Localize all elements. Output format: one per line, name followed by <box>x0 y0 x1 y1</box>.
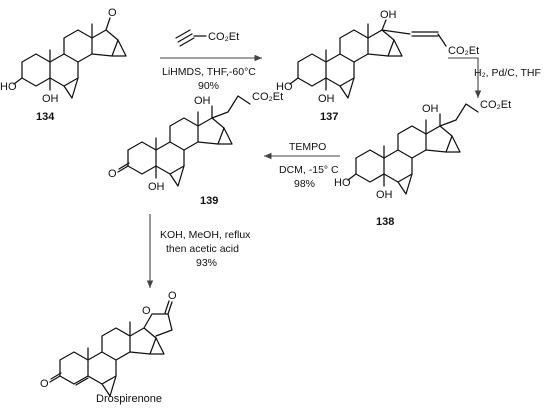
product-name-drospirenone: Drospirenone <box>96 393 162 405</box>
keto-oxygen-134: O <box>108 7 117 19</box>
step-4-workup: then acetic acid <box>166 243 239 255</box>
hydroxyl-3-label-138: HO <box>334 177 351 189</box>
hydroxyl-5-label-139: OH <box>148 181 165 193</box>
lactone-carbonyl-oxygen: O <box>168 290 177 302</box>
hydroxyl-3-label-137: HO <box>276 81 293 93</box>
reagent-ester-label: CO₂Et <box>208 31 239 43</box>
hydroxyl-5-label-137: OH <box>318 93 335 105</box>
ester-label-137: CO₂Et <box>448 45 479 57</box>
reagent-ethyl-propiolate: CO₂Et <box>175 29 239 47</box>
hydroxyl-17-label-137: OH <box>380 9 397 21</box>
hydroxyl-5-label-138: OH <box>376 189 393 201</box>
step-3-reagent: TEMPO <box>289 141 326 153</box>
compound-drospirenone: O O O <box>40 290 177 397</box>
step-1-conditions: LiHMDS, THF,-60°C <box>162 66 256 78</box>
ester-label-138: CO₂Et <box>480 99 511 111</box>
compound-134: O HO OH <box>0 7 127 105</box>
ester-label-139: CO₂Et <box>252 91 283 103</box>
compound-id-138: 138 <box>376 216 394 228</box>
hydroxyl-17-label-138: OH <box>422 103 439 115</box>
hydroxyl-3-label-134: HO <box>0 81 17 93</box>
keto-3-label-drospirenone: O <box>40 378 49 390</box>
compound-id-134: 134 <box>36 111 55 123</box>
step-2-conditions: H₂, Pd/C, THF <box>474 67 541 79</box>
lactone-ring-oxygen: O <box>142 305 151 317</box>
keto-3-label-139: O <box>108 168 117 180</box>
step-3-yield: 98% <box>294 178 315 190</box>
compound-139: OH CO₂Et O OH <box>108 91 283 193</box>
hydroxyl-5-label-134: OH <box>42 93 59 105</box>
compound-138: OH CO₂Et HO OH <box>334 99 511 201</box>
compound-137: OH CO₂Et HO OH <box>276 9 479 105</box>
arrow-step-2 <box>448 57 482 98</box>
compound-id-139: 139 <box>200 195 218 207</box>
step-3-conditions: DCM, -15° C <box>279 164 339 176</box>
step-4-yield: 93% <box>196 257 217 269</box>
hydroxyl-17-label-139: OH <box>194 95 211 107</box>
compound-id-137: 137 <box>320 111 338 123</box>
step-4-conditions: KOH, MeOH, reflux <box>160 229 251 241</box>
step-1-yield: 90% <box>198 80 219 92</box>
